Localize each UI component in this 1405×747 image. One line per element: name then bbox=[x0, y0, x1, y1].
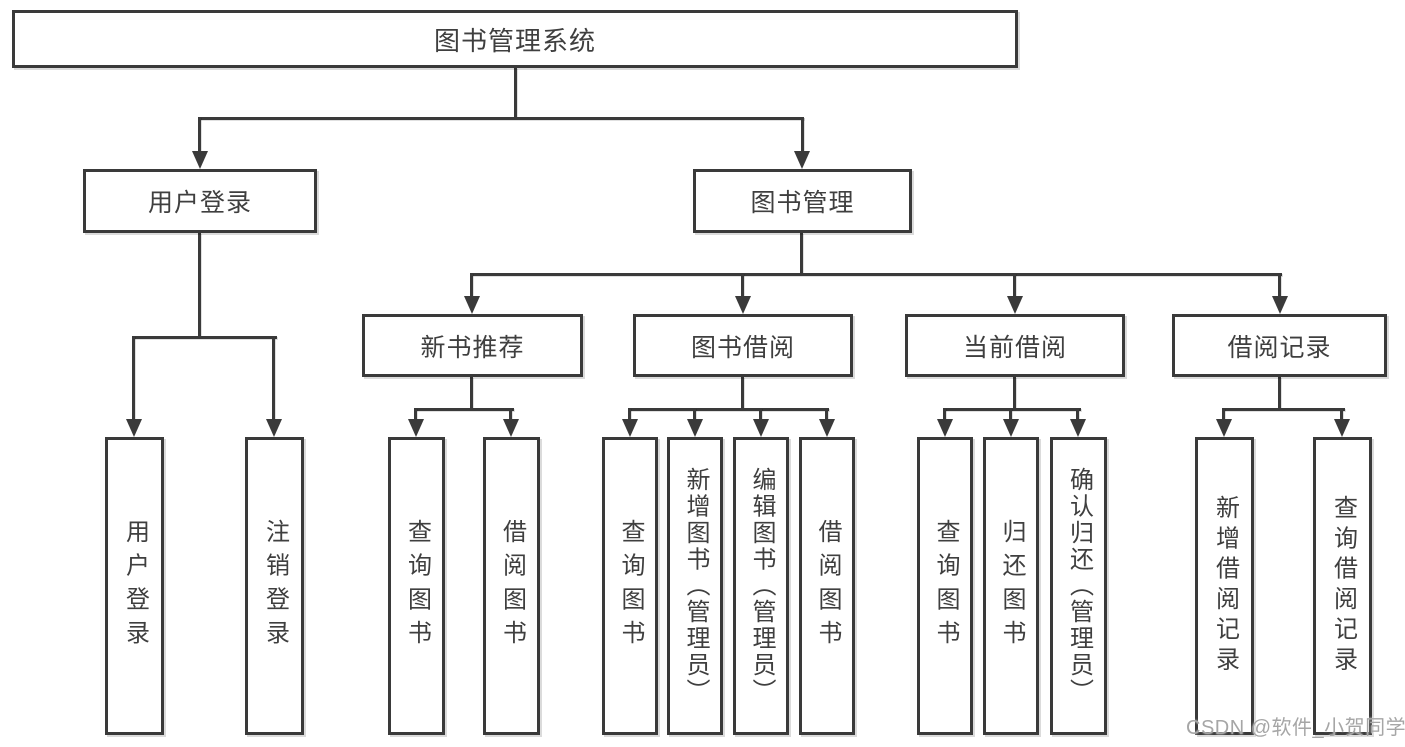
leaf-add-borrow-record: 新增借阅记录 bbox=[1195, 437, 1254, 735]
connector-line bbox=[628, 408, 829, 411]
arrow-down-icon bbox=[126, 419, 142, 437]
connector-line bbox=[800, 233, 803, 273]
connector-line bbox=[1009, 408, 1012, 421]
arrow-down-icon bbox=[266, 419, 282, 437]
leaf-add-book-admin: 新增图书（管理员） bbox=[667, 437, 723, 735]
arrow-down-icon bbox=[408, 419, 424, 437]
node-root: 图书管理系统 bbox=[12, 10, 1018, 68]
connector-line bbox=[1013, 273, 1016, 299]
arrow-down-icon bbox=[192, 151, 208, 169]
connector-line bbox=[943, 408, 946, 421]
connector-line bbox=[1076, 408, 1079, 421]
connector-line bbox=[1278, 273, 1281, 299]
connector-line bbox=[414, 408, 514, 411]
arrow-down-icon bbox=[794, 151, 810, 169]
connector-line bbox=[1222, 408, 1345, 411]
leaf-query-books-current: 查询图书 bbox=[917, 437, 973, 735]
connector-line bbox=[801, 117, 804, 155]
arrow-down-icon bbox=[1272, 296, 1288, 314]
arrow-down-icon bbox=[622, 419, 638, 437]
leaf-borrow-books-recommend: 借阅图书 bbox=[483, 437, 540, 735]
arrow-down-icon bbox=[937, 419, 953, 437]
connector-line bbox=[509, 408, 512, 421]
connector-line bbox=[272, 336, 275, 421]
node-current-borrow: 当前借阅 bbox=[905, 314, 1125, 377]
arrow-down-icon bbox=[503, 419, 519, 437]
connector-line bbox=[741, 377, 744, 408]
leaf-query-books-borrow: 查询图书 bbox=[602, 437, 658, 735]
connector-line bbox=[693, 408, 696, 421]
node-borrow-records: 借阅记录 bbox=[1172, 314, 1387, 377]
connector-line bbox=[198, 117, 804, 120]
connector-line bbox=[470, 273, 473, 299]
node-new-book-recommend: 新书推荐 bbox=[362, 314, 583, 377]
arrow-down-icon bbox=[464, 296, 480, 314]
connector-line bbox=[1278, 377, 1281, 408]
connector-line bbox=[470, 273, 1282, 276]
node-book-management: 图书管理 bbox=[693, 169, 912, 233]
node-book-borrow: 图书借阅 bbox=[633, 314, 853, 377]
leaf-query-borrow-record: 查询借阅记录 bbox=[1313, 437, 1372, 735]
connector-line bbox=[1013, 377, 1016, 408]
connector-line bbox=[514, 68, 517, 117]
connector-line bbox=[825, 408, 828, 421]
connector-line bbox=[132, 336, 135, 421]
connector-line bbox=[414, 408, 417, 421]
connector-line bbox=[943, 408, 1081, 411]
connector-line bbox=[741, 273, 744, 299]
arrow-down-icon bbox=[819, 419, 835, 437]
leaf-logout: 注销登录 bbox=[245, 437, 304, 735]
leaf-edit-book-admin: 编辑图书（管理员） bbox=[733, 437, 789, 735]
connector-line bbox=[628, 408, 631, 421]
connector-line bbox=[1340, 408, 1343, 421]
arrow-down-icon bbox=[1216, 419, 1232, 437]
connector-line bbox=[132, 336, 277, 339]
arrow-down-icon bbox=[1334, 419, 1350, 437]
leaf-borrow-books-borrow: 借阅图书 bbox=[799, 437, 855, 735]
arrow-down-icon bbox=[1003, 419, 1019, 437]
connector-line bbox=[1222, 408, 1225, 421]
arrow-down-icon bbox=[1007, 296, 1023, 314]
leaf-confirm-return-admin: 确认归还（管理员） bbox=[1050, 437, 1107, 735]
csdn-watermark: CSDN @软件_小贺同学 bbox=[1186, 717, 1405, 739]
arrow-down-icon bbox=[687, 419, 703, 437]
connector-line bbox=[470, 377, 473, 408]
arrow-down-icon bbox=[753, 419, 769, 437]
connector-line bbox=[759, 408, 762, 421]
connector-line bbox=[198, 117, 201, 155]
arrow-down-icon bbox=[735, 296, 751, 314]
connector-line bbox=[198, 233, 201, 336]
leaf-query-books-recommend: 查询图书 bbox=[388, 437, 445, 735]
leaf-return-books: 归还图书 bbox=[983, 437, 1039, 735]
arrow-down-icon bbox=[1070, 419, 1086, 437]
node-user-login: 用户登录 bbox=[83, 169, 317, 233]
leaf-user-login: 用户登录 bbox=[105, 437, 164, 735]
